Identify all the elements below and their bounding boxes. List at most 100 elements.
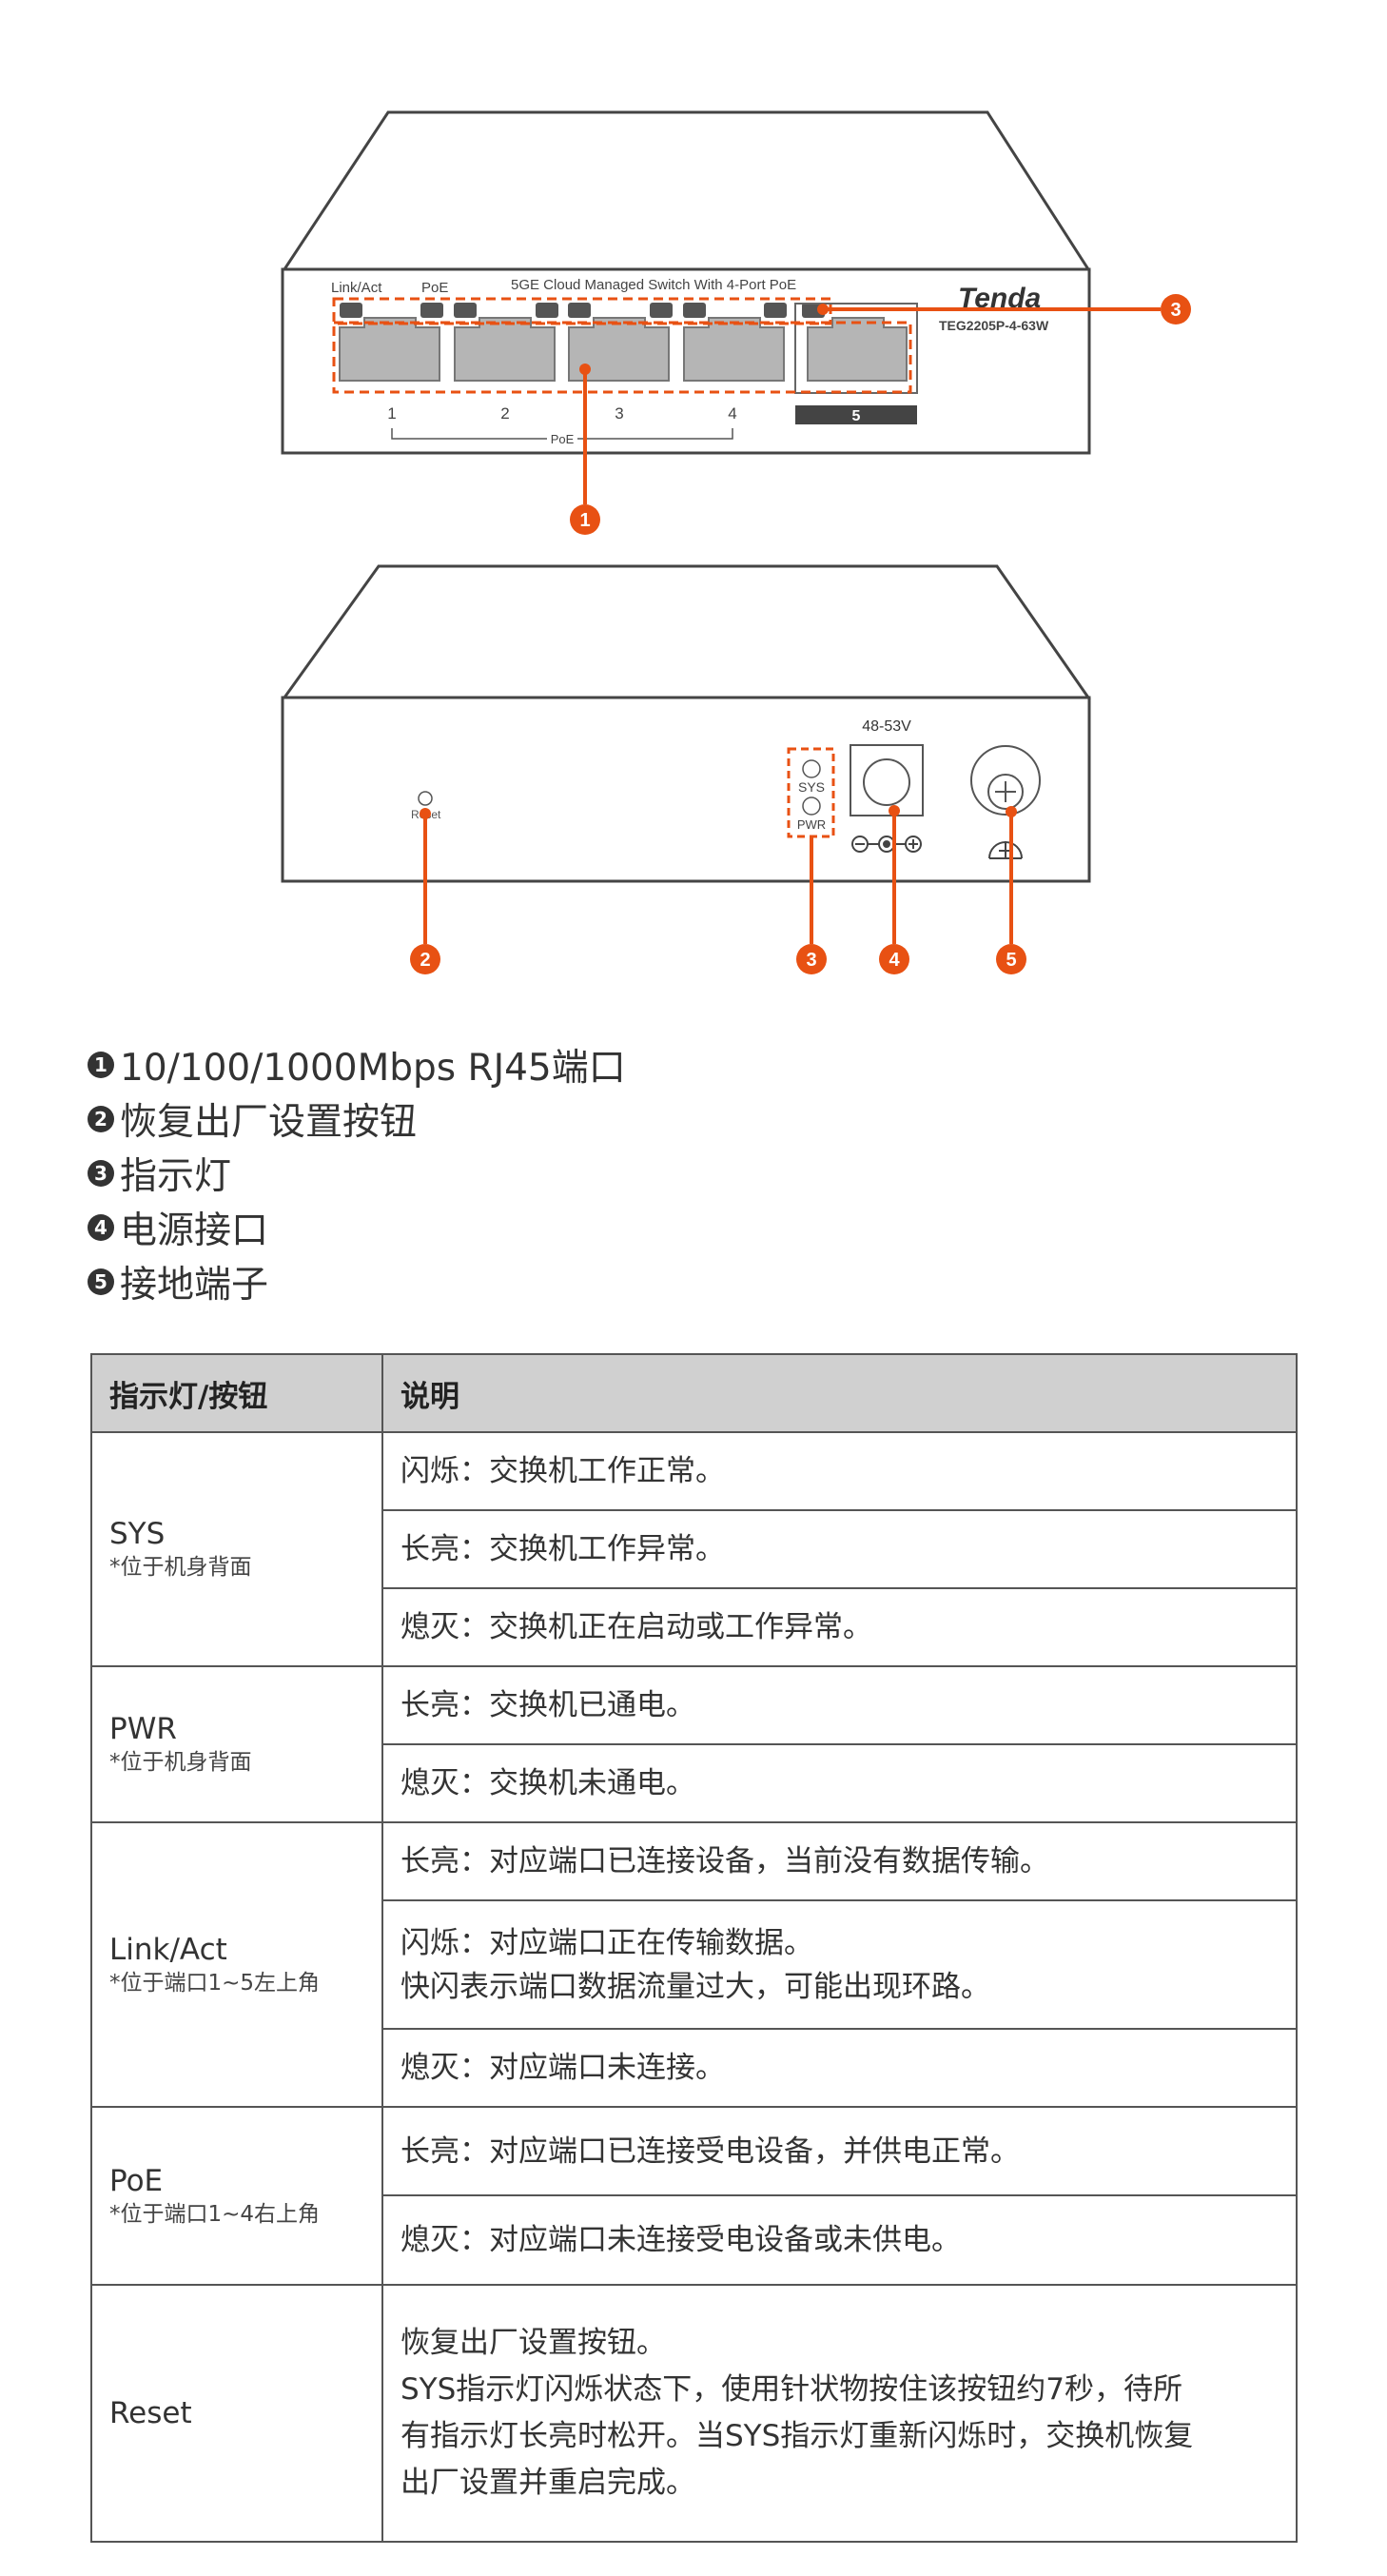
ports-dashed-box <box>332 321 912 394</box>
header-description: 说明 <box>381 1353 1298 1433</box>
description-line: 熄灭：对应端口未连接受电设备或未供电。 <box>400 2223 961 2257</box>
callout-3-back-number: 3 <box>806 950 816 971</box>
sys-label: SYS <box>798 779 825 795</box>
port-number-4: 4 <box>728 404 736 423</box>
table-header-row: 指示灯/按钮 说明 <box>90 1353 1298 1433</box>
indicator-name: Link/Act <box>109 1932 227 1967</box>
rj45-port-1 <box>339 317 440 382</box>
voltage-label: 48-53V <box>862 718 911 735</box>
table-row: Reset 恢复出厂设置按钮。 SYS指示灯闪烁状态下，使用针状物按住该按钮约7… <box>90 2284 1298 2543</box>
callout-2 <box>410 944 440 974</box>
legend-number: 5 <box>88 1268 114 1295</box>
legend-text: 恢复出厂设置按钮 <box>120 1100 418 1144</box>
power-jack <box>863 758 910 806</box>
description-line: 熄灭：交换机正在启动或工作异常。 <box>400 1610 872 1644</box>
description-cell: 熄灭：交换机正在启动或工作异常。 <box>381 1587 1298 1667</box>
description-cell: 熄灭：交换机未通电。 <box>381 1743 1298 1823</box>
poe-label: PoE <box>421 280 448 296</box>
description-cell: 恢复出厂设置按钮。 SYS指示灯闪烁状态下，使用针状物按住该按钮约7秒，待所 有… <box>381 2284 1298 2543</box>
polarity-icon <box>851 836 922 853</box>
callout-3-front-number: 3 <box>1170 300 1181 321</box>
rj45-port-4 <box>683 317 785 382</box>
indicator-note: *位于机身背面 <box>109 1555 252 1580</box>
table-row: 长亮：交换机工作异常。 <box>91 1509 1298 1589</box>
description-cell: 熄灭：对应端口未连接。 <box>381 2028 1298 2108</box>
back-face <box>281 696 1091 883</box>
rj45-port-5 <box>807 317 908 382</box>
legend-number: 3 <box>88 1159 114 1187</box>
description-line: 长亮：对应端口已连接设备，当前没有数据传输。 <box>400 1844 1049 1878</box>
indicator-note: *位于端口1~5左上角 <box>109 1970 321 1996</box>
table-row: Link/Act *位于端口1~5左上角 长亮：对应端口已连接设备，当前没有数据… <box>90 1821 1298 2108</box>
back-housing-top <box>282 564 1091 699</box>
indicator-note: *位于机身背面 <box>109 1750 252 1775</box>
description-line: 有指示灯长亮时松开。当SYS指示灯重新闪烁时，交换机恢复 <box>400 2419 1194 2453</box>
callout-2-number: 2 <box>420 950 430 971</box>
front-housing-top <box>282 110 1091 271</box>
legend-text: 指示灯 <box>120 1154 232 1198</box>
pwr-label: PWR <box>797 817 826 832</box>
sys-led <box>802 759 821 778</box>
description-line: 闪烁：对应端口正在传输数据。 <box>400 1925 813 1960</box>
model-number: TEG2205P-4-63W <box>939 318 1049 333</box>
legend-item-reset: 2 恢复出厂设置按钮 <box>88 1091 944 1146</box>
description-cell: 闪烁：交换机工作正常。 <box>381 1431 1298 1511</box>
port-number-3: 3 <box>615 404 623 423</box>
description-line: 出厂设置并重启完成。 <box>400 2466 695 2500</box>
indicator-pwr: PWR *位于机身背面 <box>90 1665 383 1823</box>
table-row: 熄灭：对应端口未连接。 <box>91 2028 1298 2108</box>
poe-group-label: PoE <box>551 432 575 446</box>
table-row: PWR *位于机身背面 长亮：交换机已通电。 <box>90 1665 1298 1823</box>
indicator-link-act: Link/Act *位于端口1~5左上角 <box>90 1821 383 2108</box>
rj45-port-3 <box>568 317 670 382</box>
port-number-2: 2 <box>500 404 509 423</box>
table-row: 熄灭：交换机正在启动或工作异常。 <box>91 1587 1298 1667</box>
description-line: 熄灭：交换机未通电。 <box>400 1766 695 1800</box>
description-line: 熄灭：对应端口未连接。 <box>400 2051 725 2085</box>
description-line: SYS指示灯闪烁状态下，使用针状物按住该按钮约7秒，待所 <box>400 2372 1183 2407</box>
indicator-name: SYS <box>109 1517 166 1551</box>
callout-4-number: 4 <box>889 950 900 971</box>
description-cell: 长亮：对应端口已连接设备，当前没有数据传输。 <box>381 1821 1298 1901</box>
rj45-port-2 <box>454 317 556 382</box>
indicator-name: PoE <box>109 2163 164 2198</box>
table-row: PoE *位于端口1~4右上角 长亮：对应端口已连接受电设备，并供电正常。 <box>90 2106 1298 2286</box>
callout-1-number: 1 <box>579 510 590 531</box>
back-panel-diagram: Reset SYS PWR 48-53V 2 3 <box>281 564 1091 974</box>
port-leds <box>340 303 825 318</box>
legend-number: 2 <box>88 1105 114 1132</box>
description-line: 闪烁：交换机工作正常。 <box>400 1454 725 1488</box>
legend-number: 1 <box>88 1051 114 1078</box>
callout-4 <box>879 944 909 974</box>
table-row: 熄灭：对应端口未连接受电设备或未供电。 <box>91 2194 1298 2286</box>
legend-item-power: 4 电源接口 <box>88 1200 944 1254</box>
legend-text: 接地端子 <box>120 1263 269 1307</box>
indicator-note: *位于端口1~4右上角 <box>109 2201 321 2227</box>
legend-item-ground: 5 接地端子 <box>88 1254 944 1308</box>
indicator-name: PWR <box>109 1712 177 1746</box>
indicator-table: 指示灯/按钮 说明 SYS *位于机身背面 闪烁：交换机工作正常。 长亮：交换机… <box>90 1353 1298 2543</box>
description-cell: 长亮：交换机工作异常。 <box>381 1509 1298 1589</box>
description-line: 长亮：交换机已通电。 <box>400 1688 695 1722</box>
description-cell: 熄灭：对应端口未连接受电设备或未供电。 <box>381 2194 1298 2286</box>
table-row: SYS *位于机身背面 闪烁：交换机工作正常。 <box>90 1431 1298 1667</box>
indicator-sys: SYS *位于机身背面 <box>90 1431 383 1667</box>
legend-item-leds: 3 指示灯 <box>88 1146 944 1200</box>
uplink-port-badge <box>795 405 917 424</box>
table-row: 闪烁：对应端口正在传输数据。 快闪表示端口数据流量过大，可能出现环路。 <box>91 1899 1298 2030</box>
description-cell: 长亮：交换机已通电。 <box>381 1665 1298 1745</box>
indicator-reset: Reset <box>90 2284 383 2543</box>
description-line: 快闪表示端口数据流量过大，可能出现环路。 <box>400 1969 990 2004</box>
callout-1 <box>570 504 600 535</box>
legend-item-ports: 1 10/100/1000Mbps RJ45端口 <box>88 1037 944 1091</box>
legend-text: 10/100/1000Mbps RJ45端口 <box>120 1046 626 1090</box>
table-row: 熄灭：交换机未通电。 <box>91 1743 1298 1823</box>
description-line: 恢复出厂设置按钮。 <box>400 2326 666 2360</box>
uplink-port-number: 5 <box>852 408 861 424</box>
header-indicator: 指示灯/按钮 <box>90 1353 383 1433</box>
legend-text: 电源接口 <box>120 1209 269 1252</box>
pwr-led <box>802 796 821 816</box>
switch-model-title: 5GE Cloud Managed Switch With 4-Port PoE <box>511 277 796 293</box>
indicator-poe: PoE *位于端口1~4右上角 <box>90 2106 383 2286</box>
description-cell: 长亮：对应端口已连接受电设备，并供电正常。 <box>381 2106 1298 2196</box>
